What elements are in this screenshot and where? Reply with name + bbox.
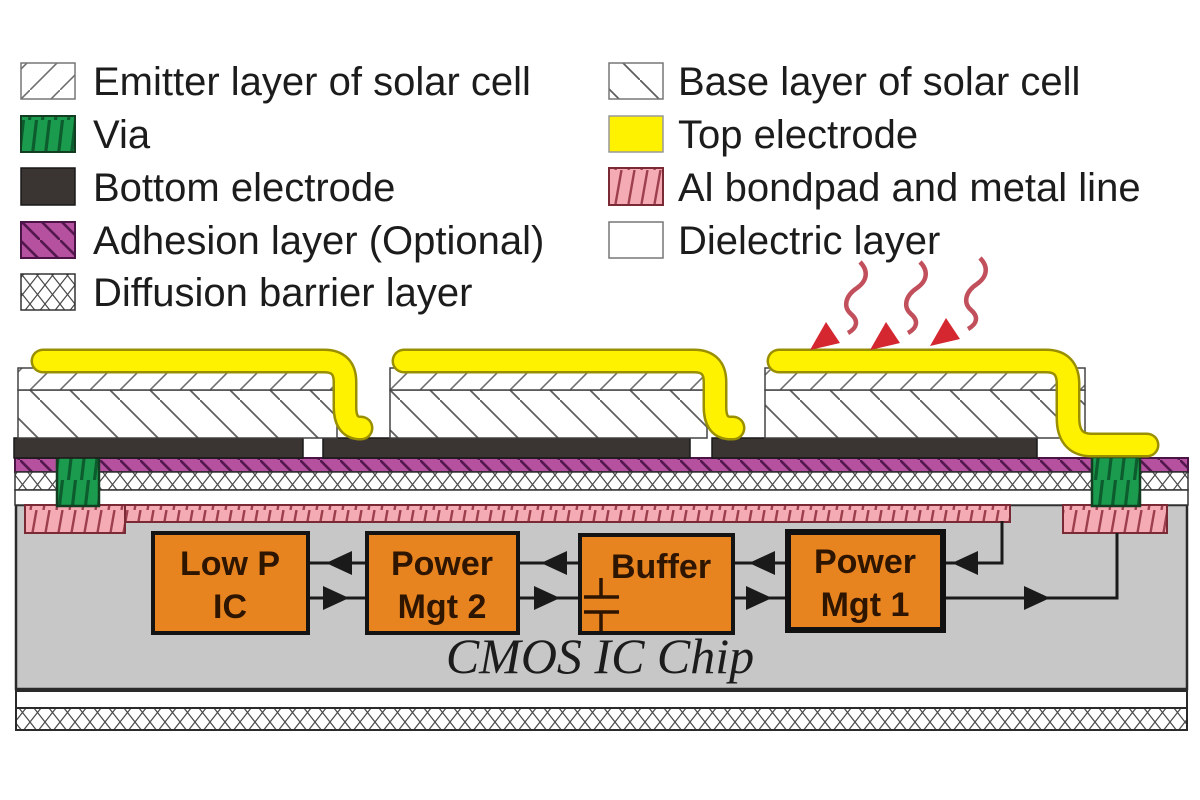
- diffusion-barrier-layer: [14, 471, 1189, 491]
- light-arrow-3-squiggle: [963, 256, 988, 331]
- wire-arrowheads: [323, 551, 1050, 610]
- block-low-p-ic: [151, 531, 310, 635]
- legend-swatch-dielectric: [608, 221, 664, 259]
- arrow-right-2: [534, 586, 560, 610]
- legend-label-bottom-electrode: Bottom electrode: [93, 166, 395, 210]
- legend-label-dielectric: Dielectric layer: [678, 219, 940, 263]
- left-bondpad: [24, 504, 126, 534]
- legend-swatch-bondpad: [608, 167, 664, 206]
- base-layer-1: [17, 389, 338, 439]
- solar-cell-3: [764, 367, 1086, 439]
- legend: Emitter layer of solar cell Via Bottom e…: [20, 60, 1141, 315]
- light-arrow-1: [810, 260, 868, 350]
- block-power-mgt-2-line1: Power: [391, 545, 493, 583]
- bottom-dielectric-strip: [15, 690, 1188, 709]
- legend-label-diffusion-barrier: Diffusion barrier layer: [93, 271, 472, 315]
- legend-label-bondpad: Al bondpad and metal line: [678, 166, 1141, 210]
- light-arrow-3: [930, 256, 988, 346]
- legend-swatch-base: [608, 62, 664, 100]
- solar-cell-1: [17, 367, 338, 439]
- legend-swatch-bottom-electrode: [20, 167, 76, 206]
- wire-pmgt1-to-right-bondpad: [943, 533, 1119, 600]
- legend-swatch-adhesion: [20, 221, 76, 259]
- bottom-electrodes: [13, 437, 1038, 459]
- capacitor-symbol: [584, 578, 619, 631]
- base-layer-2: [389, 389, 708, 439]
- top-electrodes: [30, 348, 1160, 458]
- top-electrode-1: [33, 351, 371, 438]
- arrow-input-pmgt1: [952, 551, 978, 575]
- legend-label-top-electrode: Top electrode: [678, 113, 918, 157]
- block-low-p-ic-line2: IC: [213, 588, 247, 626]
- arrow-right-1: [323, 586, 349, 610]
- arrow-left-1: [326, 551, 352, 575]
- block-power-mgt-1-line2: Mgt 1: [821, 586, 910, 624]
- legend-label-adhesion: Adhesion layer (Optional): [93, 219, 544, 263]
- block-power-mgt-1: [785, 529, 946, 633]
- light-arrow-2: [870, 260, 928, 350]
- legend-swatch-via: [20, 115, 76, 153]
- al-bondpads-and-metal-line: [24, 504, 1168, 534]
- bottom-electrode-2: [322, 437, 691, 459]
- top-electrode-3: [769, 351, 1157, 455]
- adhesion-layer: [14, 457, 1189, 473]
- right-bondpad: [1062, 504, 1168, 534]
- metal-line: [124, 504, 1011, 523]
- dielectric-layer: [14, 489, 1189, 506]
- legend-label-via: Via: [93, 113, 151, 157]
- block-low-p-ic-line1: Low P: [180, 545, 280, 583]
- arrow-left-2: [541, 551, 567, 575]
- block-buffer: [578, 533, 735, 635]
- block-power-mgt-2-line2: Mgt 2: [398, 588, 487, 626]
- arrow-right-3: [746, 586, 772, 610]
- base-layer-3: [764, 389, 1086, 439]
- legend-swatch-emitter: [20, 62, 76, 100]
- legend-swatch-top-electrode: [608, 115, 664, 153]
- bottom-electrode-3: [711, 437, 1038, 459]
- solar-cell-2: [389, 367, 708, 439]
- function-blocks: Low P IC Power Mgt 2 Buffer Power Mgt 1: [151, 529, 946, 635]
- incident-light-arrows: [810, 256, 988, 350]
- legend-swatch-diffusion-barrier: [20, 273, 76, 311]
- light-arrow-2-squiggle: [903, 260, 928, 335]
- top-electrode-2: [394, 351, 743, 438]
- light-arrow-2-head: [870, 322, 900, 350]
- bottom-electrode-1: [13, 437, 304, 459]
- arrow-output-pmgt1: [1024, 586, 1050, 610]
- arrow-left-3: [749, 551, 775, 575]
- bottom-diffusion-barrier-strip: [15, 707, 1188, 731]
- light-arrow-3-head: [930, 318, 960, 346]
- block-power-mgt-1-line1: Power: [814, 543, 916, 581]
- block-buffer-label: Buffer: [611, 548, 711, 586]
- legend-label-base: Base layer of solar cell: [678, 60, 1080, 104]
- legend-label-emitter: Emitter layer of solar cell: [93, 60, 531, 104]
- right-via: [1090, 455, 1142, 508]
- interface-layers: [14, 457, 1189, 506]
- left-via: [55, 455, 101, 508]
- light-arrow-1-head: [810, 322, 840, 350]
- chip-title: CMOS IC Chip: [446, 628, 754, 684]
- light-arrow-1-squiggle: [843, 260, 868, 335]
- block-power-mgt-2: [365, 531, 520, 635]
